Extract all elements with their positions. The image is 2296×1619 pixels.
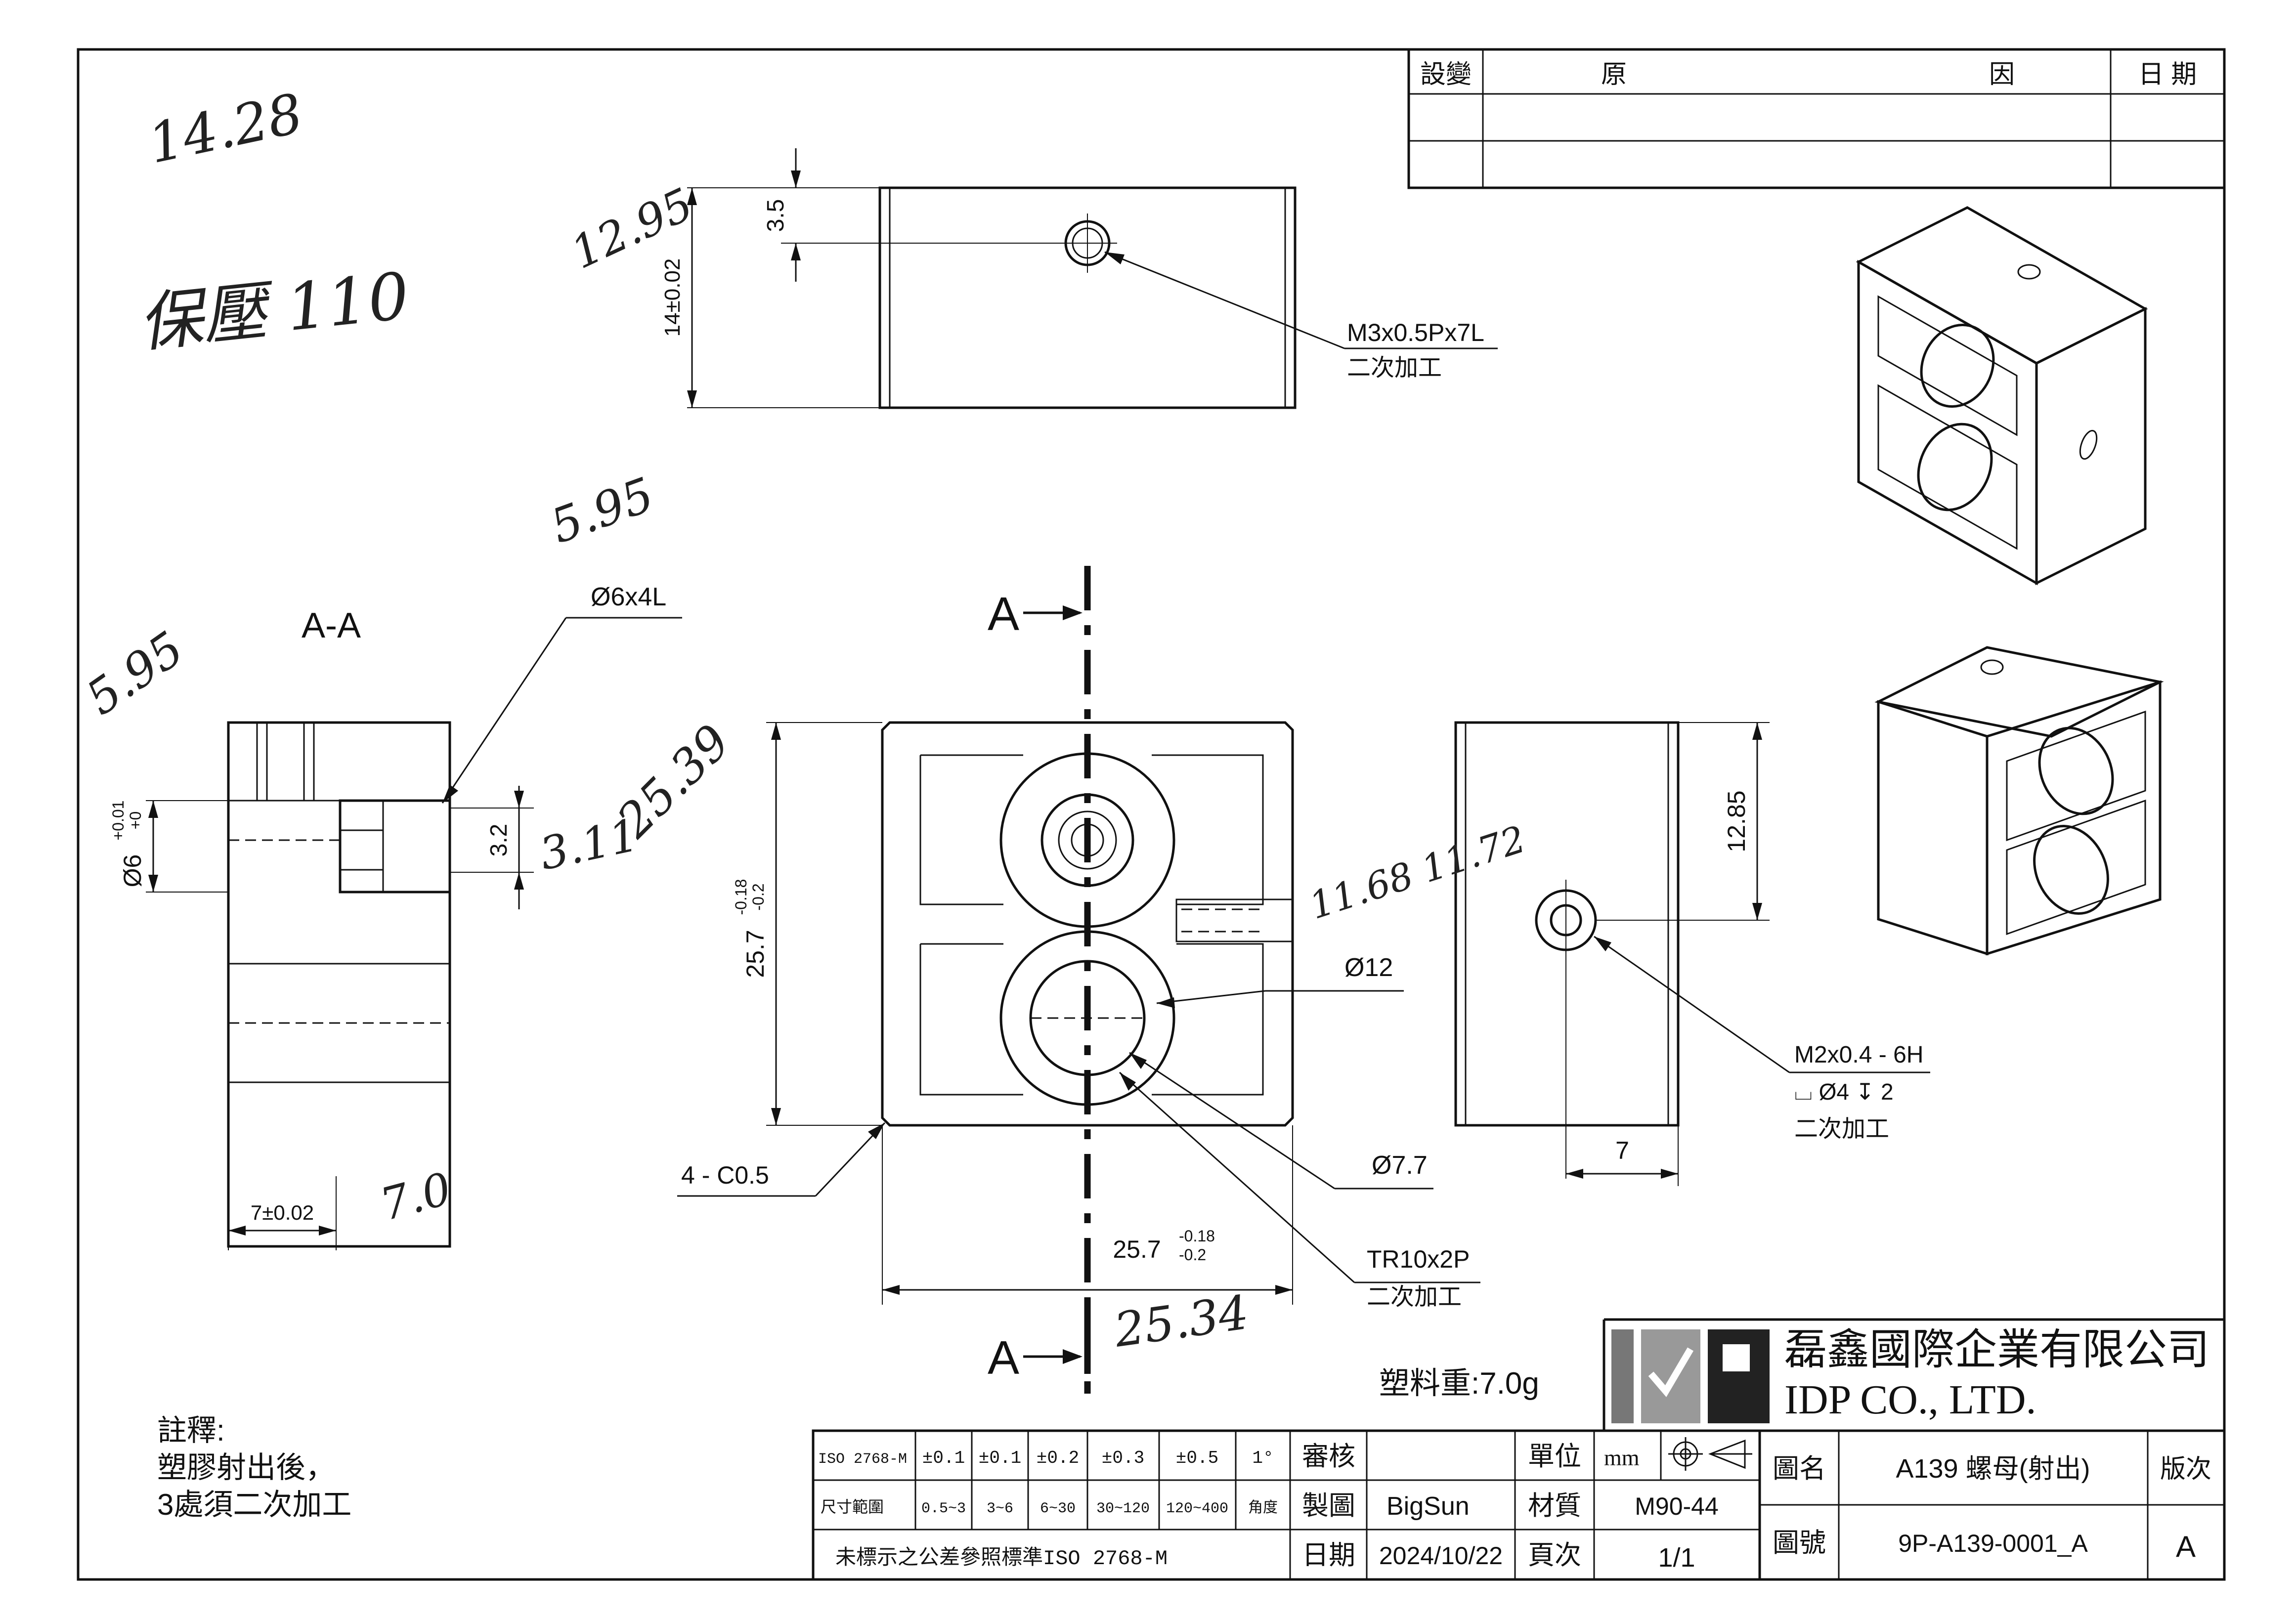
hand-25-39: 25.39 [607, 715, 741, 849]
section-mark-top: A [988, 588, 1019, 640]
dim-12-85: 12.85 [1723, 790, 1750, 852]
range-4: 120~400 [1166, 1500, 1228, 1517]
hand-11-68: 11.68 11.72 [1304, 817, 1530, 928]
dim-height-tol-lower: -0.2 [749, 883, 767, 910]
callout-chamfer: 4 - C0.5 [681, 1161, 769, 1189]
top-view: 3.5 14±0.02 M3x0.5Px7L 二次加工 [660, 148, 1498, 409]
front-view: A A 25.7 -0.18 -0.2 25.7 -0.18 -0.2 Ø12 … [677, 566, 1480, 1394]
company-name-zh: 磊鑫國際企業有限公司 [1784, 1326, 2209, 1373]
dim-3-5: 3.5 [763, 199, 789, 232]
dim-height-25-7: 25.7 [741, 930, 769, 978]
projection-symbol-icon [1668, 1437, 1752, 1471]
date-value: 2024/10/22 [1379, 1542, 1503, 1570]
section-label: A-A [302, 606, 361, 645]
version-label: 版次 [2160, 1455, 2211, 1484]
tol-5: 1° [1252, 1448, 1273, 1468]
hand-pressure: 保壓 110 [134, 258, 412, 361]
revision-table: 設變 原 因 日 期 [1407, 48, 2226, 189]
date-label: 日期 [1302, 1540, 1355, 1570]
range-label: 尺寸範圍 [821, 1498, 884, 1517]
callout-m2-note: 二次加工 [1794, 1116, 1889, 1142]
company-logo [1611, 1329, 1770, 1423]
notes-line-1: 塑膠射出後， [157, 1451, 335, 1484]
dim-height-tol-upper: -0.18 [732, 879, 750, 915]
callout-m3: M3x0.5Px7L [1347, 319, 1484, 346]
material-label: 材質 [1528, 1491, 1581, 1521]
number-label: 圖號 [1773, 1528, 1826, 1558]
callout-m2-counterbore: ⌴ Ø4 ↧ 2 [1794, 1079, 1894, 1105]
range-1: 3~6 [987, 1500, 1013, 1517]
hand-14-28: 14.28 [143, 82, 308, 176]
handwritten-notes: 14.28 保壓 110 12.95 5.95 5.95 3.11 25.39 … [77, 82, 1531, 1358]
name-label: 圖名 [1773, 1454, 1826, 1484]
range-2: 6~30 [1040, 1500, 1076, 1517]
callout-d6x4l: Ø6x4L [591, 583, 666, 611]
notes: 註釋: 塑膠射出後， 3處須二次加工 [157, 1414, 351, 1521]
tol-3: ±0.3 [1102, 1448, 1144, 1468]
dim-side-7: 7 [1615, 1137, 1629, 1164]
number-value: 9P-A139-0001_A [1898, 1530, 2088, 1557]
range-3: 30~120 [1096, 1500, 1150, 1517]
dim-width-25-7: 25.7 [1113, 1236, 1161, 1263]
company-block: 磊鑫國際企業有限公司 IDP CO., LTD. [1603, 1318, 2224, 1431]
drawn-label: 製圖 [1302, 1491, 1355, 1521]
drawn-value: BigSun [1386, 1492, 1470, 1521]
notes-line-2: 3處須二次加工 [157, 1488, 351, 1521]
revision-col-reason-1: 原 [1601, 60, 1627, 89]
callout-m3-note: 二次加工 [1347, 355, 1442, 381]
range-5: 角度 [1248, 1499, 1278, 1517]
page-value: 1/1 [1658, 1543, 1695, 1573]
dim-14: 14±0.02 [660, 258, 685, 337]
tol-footnote: 未標示之公差參照標準ISO 2768-M [835, 1546, 1168, 1571]
isometric-view-bottom [1874, 646, 2164, 956]
side-view: 12.85 7 M2x0.4 - 6H ⌴ Ø4 ↧ 2 二次加工 [1454, 721, 1930, 1186]
section-view: A-A Ø6 +0.01 +0 3.2 [109, 583, 682, 1250]
tol-2: ±0.2 [1037, 1448, 1079, 1468]
material-value: M90-44 [1635, 1492, 1719, 1520]
callout-d7-7: Ø7.7 [1372, 1151, 1428, 1180]
callout-d12: Ø12 [1344, 953, 1393, 982]
revision-col-date: 日 期 [2138, 60, 2197, 89]
company-name-en: IDP CO., LTD. [1784, 1377, 2036, 1423]
dim-7: 7±0.02 [251, 1201, 314, 1224]
page-label: 頁次 [1528, 1540, 1581, 1570]
title-block: ISO 2768-M ±0.1 ±0.1 ±0.2 ±0.3 ±0.5 1° 尺… [812, 1429, 2226, 1581]
callout-m2: M2x0.4 - 6H [1794, 1042, 1923, 1068]
hand-7-0: 7.0 [375, 1163, 457, 1231]
dim-d6: Ø6 [119, 854, 146, 888]
version-value: A [2176, 1530, 2196, 1563]
callout-tr10-note: 二次加工 [1367, 1284, 1462, 1310]
tol-1: ±0.1 [979, 1448, 1021, 1468]
isometric-view-top [1856, 206, 2148, 586]
hand-25-34: 25.34 [1111, 1285, 1252, 1358]
callout-tr10: TR10x2P [1367, 1245, 1470, 1273]
dim-3-2: 3.2 [486, 824, 512, 857]
dim-width-tol-lower: -0.2 [1179, 1246, 1206, 1264]
revision-col-change: 設變 [1420, 60, 1472, 89]
hand-5-95-b: 5.95 [77, 621, 193, 725]
name-value: A139 螺母(射出) [1896, 1454, 2090, 1484]
unit-label: 單位 [1528, 1442, 1581, 1471]
notes-heading: 註釋: [157, 1414, 225, 1447]
dim-width-tol-upper: -0.18 [1179, 1227, 1215, 1245]
section-mark-bottom: A [988, 1331, 1019, 1384]
unit-value: mm [1604, 1445, 1640, 1470]
review-label: 審核 [1302, 1442, 1355, 1471]
tol-4: ±0.5 [1176, 1448, 1218, 1468]
hand-5-95-a: 5.95 [544, 468, 660, 554]
dim-d6-tol-lower: +0 [127, 811, 144, 829]
plastic-weight: 塑料重:7.0g [1379, 1366, 1539, 1401]
tol-0: ±0.1 [922, 1448, 965, 1468]
tol-standard: ISO 2768-M [818, 1451, 907, 1468]
revision-col-reason-2: 因 [1989, 60, 2015, 89]
range-0: 0.5~3 [921, 1500, 966, 1517]
dim-d6-tol-upper: +0.01 [109, 801, 127, 841]
